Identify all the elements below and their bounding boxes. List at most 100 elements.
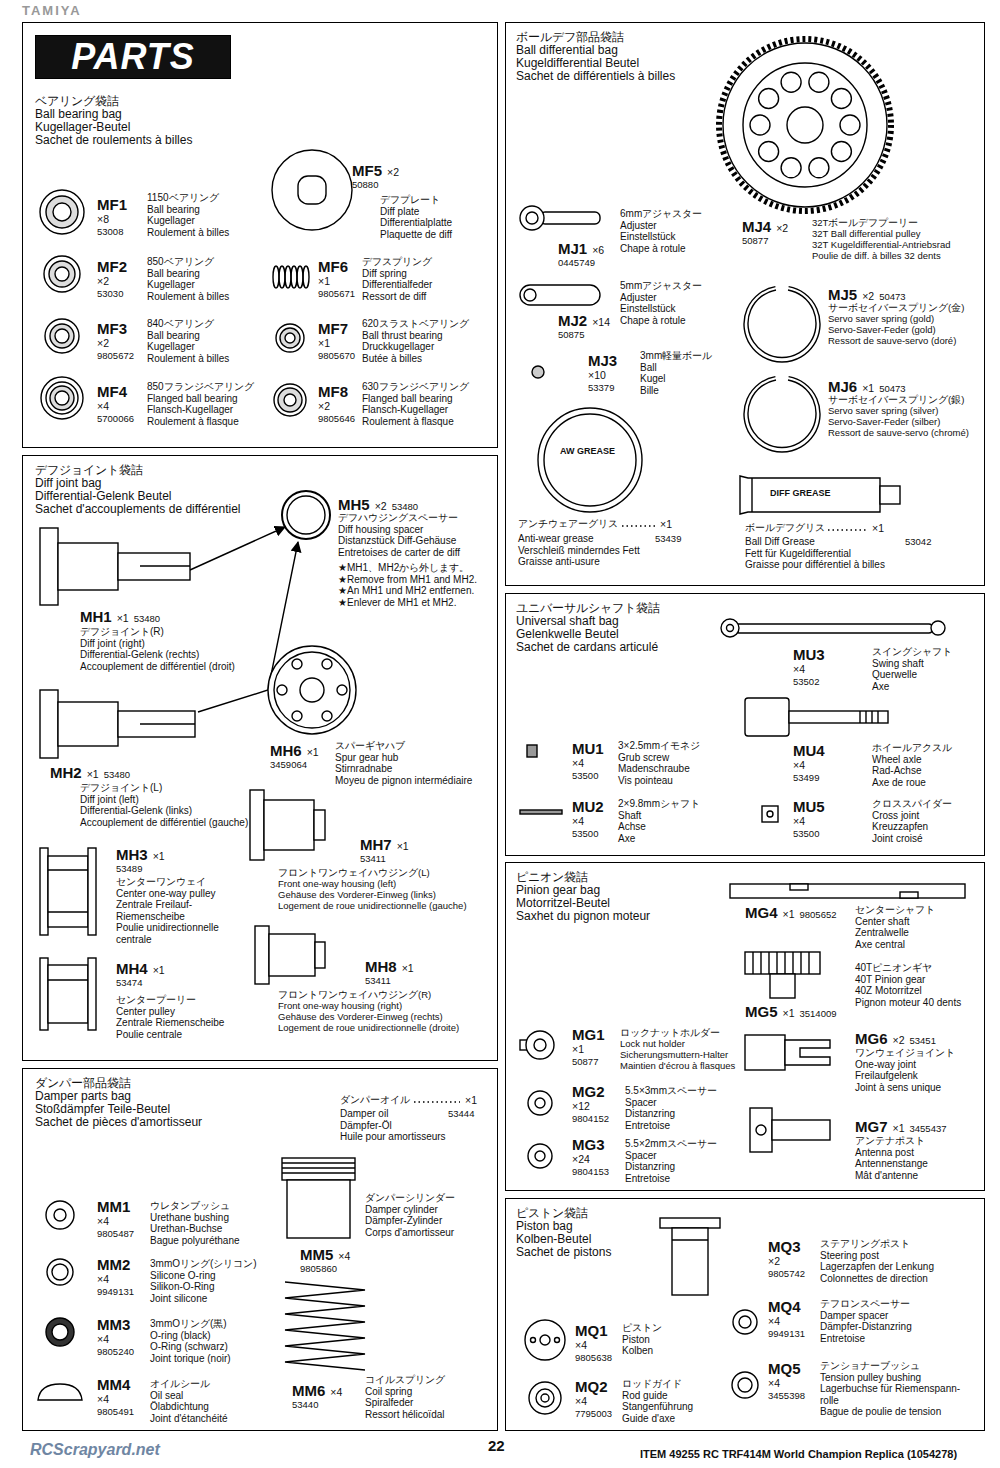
label-group: MH5×253480 [338, 496, 418, 513]
label-group: テフロンスペーサーDamper spacerDämpfer-Distanzrin… [820, 1298, 980, 1344]
diff-pulley-drawing [743, 63, 867, 187]
label-group: 3mmOリング(シリコン)Silicone O-ringSilikon-O-Ri… [150, 1258, 265, 1304]
quantity: ×2 [375, 500, 387, 513]
part-code: MH1 [80, 608, 112, 625]
quantity: ×4 [768, 1377, 805, 1390]
pinion-gear-drawing [768, 952, 769, 974]
ball-bearing-drawing [50, 324, 74, 348]
label-group: MF5×2 [352, 162, 399, 179]
part-name: Wheel axle [872, 754, 977, 766]
quantity: ×2 [893, 1034, 905, 1047]
label-group: 1150ベアリングBall bearingKugellagerRoulement… [147, 192, 267, 238]
pinion-gear-drawing [745, 952, 820, 998]
label-group: MF7×19805670 [318, 320, 355, 362]
part-name: Moyeu de pignon intermédiaire [335, 775, 493, 787]
label-group: MQ5×43455398 [768, 1360, 805, 1402]
piston-part-drawing [738, 1378, 752, 1392]
one-way-joint-drawing [745, 1035, 785, 1070]
part-code: MH2 [50, 764, 82, 781]
label-group: 5mmアジャスターAdjusterEinstellstückChape à ro… [620, 280, 715, 326]
part-code: MM4 [97, 1376, 134, 1393]
diff-joint-drawing [58, 543, 118, 590]
panel-heading: ピストン袋詰Piston bagKolben-BeutelSachet de p… [516, 1207, 611, 1259]
part-number: 9805646 [318, 413, 355, 425]
label-group: ウレタンブッシュUrethane bushingUrethan-BuchseBa… [150, 1200, 265, 1246]
part-code: MH6 [270, 742, 302, 759]
antenna-post-drawing [772, 1120, 830, 1140]
center-shaft-drawing [900, 892, 918, 898]
part-name: Adjuster [620, 292, 715, 304]
wheel-axle-drawing [859, 711, 860, 723]
part-name: Kugellager [147, 341, 267, 353]
part-name: Axe [872, 681, 977, 693]
label-group: RCScrapyard.net [30, 1440, 160, 1460]
part-number: 50877 [572, 1056, 605, 1068]
thrust-bearing-drawing [278, 388, 302, 412]
part-code: MJ4 [742, 218, 771, 235]
ball-bearing-drawing [40, 190, 84, 234]
antenna-post-drawing [750, 1108, 830, 1152]
part-name: 850ベアリング [147, 256, 267, 268]
part-name: Silicone O-ring [150, 1270, 265, 1282]
part-code: MH7 [360, 836, 392, 853]
part-name: Poulie centrale [116, 1029, 246, 1041]
quantity: ×4 [330, 1386, 342, 1399]
part-name: Spacer [625, 1097, 740, 1109]
label-group: ×1 [872, 522, 884, 535]
leader-dots [414, 526, 868, 1102]
label-group: ×1 [465, 1094, 477, 1107]
part-name: Swing shaft [872, 658, 977, 670]
quantity: ×14 [592, 316, 610, 329]
part-name: Center shaft [855, 916, 980, 928]
label-group: 3mmOリング(黒)O-ring (black)O-Ring (schwarz)… [150, 1318, 265, 1364]
part-name: Rod guide [622, 1390, 732, 1402]
part-name: Bague de poulie de tension [820, 1406, 980, 1418]
part-code: MG4 [745, 904, 778, 921]
quantity: ×2 [97, 337, 134, 350]
part-number: 9949131 [97, 1286, 134, 1298]
label-group: ダンパーシリンダーDamper cylinderDämpfer-Zylinder… [365, 1192, 493, 1238]
label-group: MH4×1 [116, 960, 165, 977]
adjuster-drawing [524, 289, 536, 301]
part-code: MF4 [97, 383, 134, 400]
pinion-gear-drawing [752, 952, 753, 974]
part-name: Ball bearing [147, 204, 267, 216]
part-name: Zentralwelle [855, 927, 980, 939]
damper-cylinder-drawing [287, 1180, 350, 1238]
swing-shaft-drawing [721, 619, 945, 637]
ball-bearing-drawing [46, 382, 78, 414]
quantity: ×1 [783, 908, 795, 921]
label-group: MM6 ×4 [292, 1382, 342, 1399]
part-code: MQ2 [575, 1378, 612, 1395]
part-name: Anti-wear grease [518, 533, 650, 545]
label-group: 50880 [352, 179, 378, 191]
diff-pulley-drawing [787, 107, 823, 143]
steering-post-drawing [672, 1239, 708, 1240]
label-group: MJ1×6 [558, 240, 604, 257]
part-number: 7795003 [575, 1408, 612, 1420]
part-name: Axe [618, 833, 718, 845]
part-name: Coil spring [365, 1386, 493, 1398]
label-group: オイルシールOil sealÖlabdichtungJoint d'étanch… [150, 1378, 265, 1424]
diff-spring-drawing [273, 266, 279, 288]
spacer-drawing [535, 1151, 545, 1161]
part-name: 3mmOリング(黒) [150, 1318, 265, 1330]
label-group: スイングシャフトSwing shaftQuerwelleAxe [872, 646, 977, 692]
part-name: Cross joint [872, 810, 977, 822]
quantity: ×4 [97, 1273, 134, 1286]
part-code: MM6 [292, 1382, 325, 1399]
package-print: AW GREASE [560, 446, 615, 457]
label-group: 3mm軽量ボールBallKugelBille [640, 350, 720, 396]
brand-mark: TAMIYA [22, 3, 82, 19]
label-group: 53489 [116, 863, 142, 875]
label-group: MM1×49805487 [97, 1198, 134, 1240]
label-group: 5.5×3mmスペーサーSpacerDistanzringEntretoise [625, 1085, 740, 1131]
spur-gear-hub-drawing [268, 646, 356, 734]
part-number: 53440 [292, 1399, 318, 1411]
part-name: Adjuster [620, 220, 715, 232]
part-name: Urethane bushing [150, 1212, 265, 1224]
label-group: Damper oilDämpfer-ÖlHuile pour amortisse… [340, 1108, 490, 1143]
part-name: 6mmアジャスター [620, 208, 715, 220]
ball-bearing-drawing [44, 256, 80, 292]
part-name: Accouplement de différentiel (gauche) [80, 817, 252, 829]
